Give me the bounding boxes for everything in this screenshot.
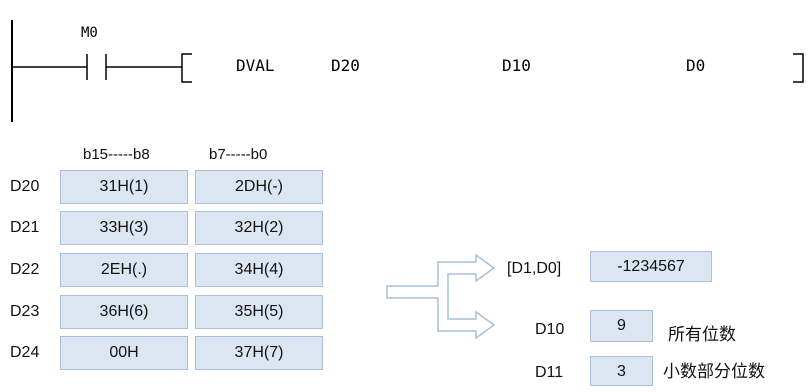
cell-high-byte: 00H — [60, 336, 188, 370]
cell-high-byte: 33H(3) — [60, 211, 188, 245]
instruction-bracket-right — [793, 53, 804, 83]
header-high-byte: b15-----b8 — [83, 146, 150, 163]
operand-destination: D0 — [686, 56, 706, 75]
instruction-bracket-left — [181, 53, 192, 83]
result-value: 9 — [590, 310, 653, 342]
result-register: [D1,D0] — [507, 260, 562, 277]
row-register: D23 — [10, 303, 40, 320]
row-register: D20 — [10, 178, 40, 195]
cell-high-byte: 36H(6) — [60, 295, 188, 329]
result-register: D10 — [535, 321, 565, 338]
result-note: 小数部分位数 — [663, 362, 765, 382]
row-register: D24 — [10, 344, 40, 361]
result-note: 所有位数 — [668, 325, 736, 345]
row-register: D21 — [10, 219, 40, 236]
result-value: -1234567 — [590, 251, 712, 282]
cell-low-byte: 32H(2) — [195, 211, 323, 245]
row-register: D22 — [10, 261, 40, 278]
cell-low-byte: 2DH(-) — [195, 170, 323, 204]
contact-label: M0 — [81, 25, 98, 41]
result-register: D11 — [535, 364, 564, 381]
cell-low-byte: 37H(7) — [195, 336, 323, 370]
operand-source: D20 — [331, 56, 360, 75]
header-low-byte: b7-----b0 — [209, 146, 268, 163]
cell-low-byte: 35H(5) — [195, 295, 323, 329]
cell-high-byte: 31H(1) — [60, 170, 188, 204]
operand-digits: D10 — [502, 56, 531, 75]
cell-low-byte: 34H(4) — [195, 253, 323, 287]
split-arrow — [386, 253, 496, 340]
instruction-mnemonic: DVAL — [236, 56, 275, 75]
result-value: 3 — [590, 356, 653, 386]
cell-high-byte: 2EH(.) — [60, 253, 188, 287]
